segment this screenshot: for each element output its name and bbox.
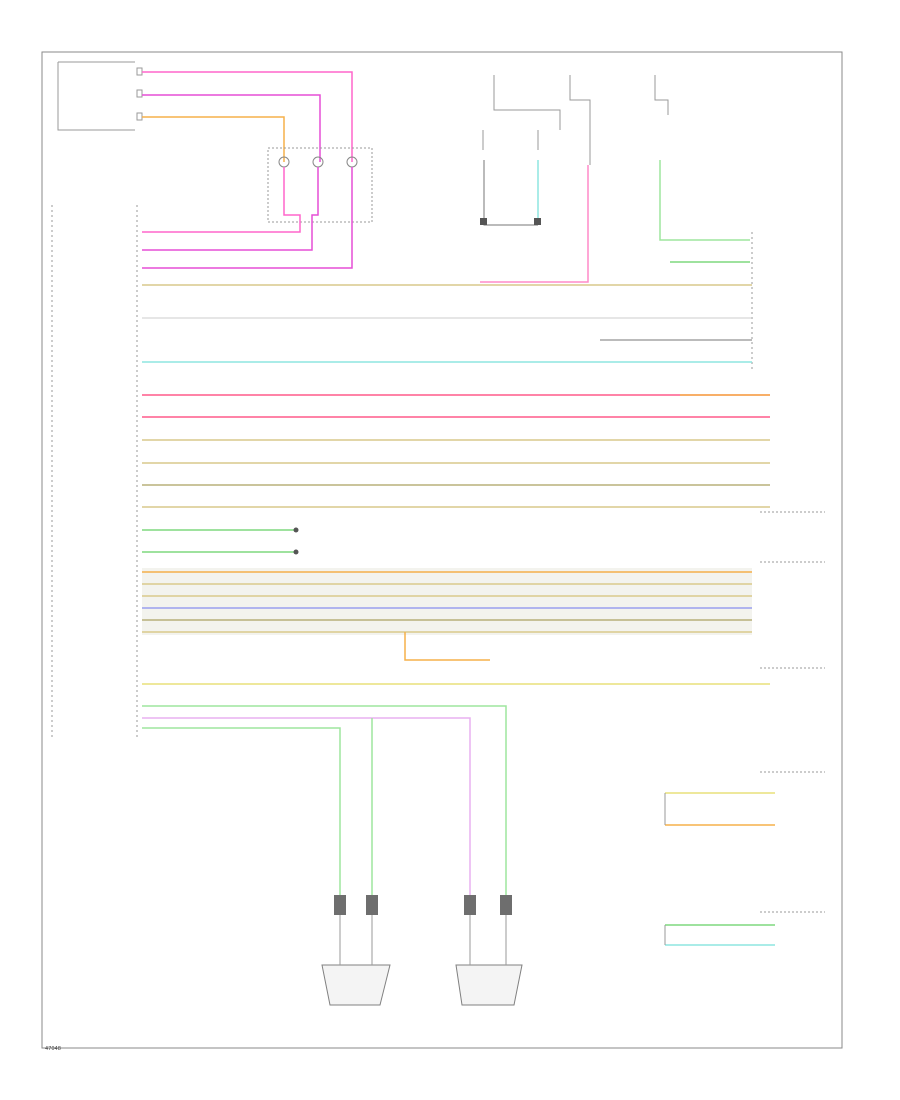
output-speed-sensor — [321, 964, 391, 1006]
input-sensor-leads — [469, 915, 507, 965]
wire-brake-feed-pink — [480, 165, 589, 283]
wire-to-pcm-magenta — [142, 167, 319, 251]
input-speed-sensor — [455, 964, 523, 1006]
splice-can-1 — [293, 527, 299, 533]
clockspring-pin-2 — [312, 156, 324, 168]
switch-connector-1 — [136, 67, 143, 76]
wire-speed-ctl-sw-magenta — [142, 94, 321, 162]
wire-speed-sensor-pink — [142, 717, 471, 905]
stop-lamp-switch-connector-2 — [534, 218, 541, 225]
wire-output-speed-green — [142, 727, 341, 905]
input-sensor-connector-a — [464, 895, 476, 915]
wire-speed-ctl-sw-orange — [142, 116, 285, 162]
solenoid-wire-band — [142, 568, 752, 635]
footer-code: 47048 — [45, 1046, 61, 1052]
output-sensor-connector-a — [334, 895, 346, 915]
speed-control-switch-outline — [57, 61, 135, 131]
diagram-frame — [41, 51, 843, 1049]
wire-to-pcm-magenta-2 — [142, 167, 353, 269]
stop-lamp-switch-connector-1 — [480, 218, 487, 225]
input-sensor-connector-b — [500, 895, 512, 915]
wire-to-pcm-pink-1 — [142, 167, 301, 233]
output-sensor-connector-b — [366, 895, 378, 915]
splice-can-2 — [293, 549, 299, 555]
wire-tipm-green — [659, 160, 750, 241]
hot-feed-3 — [654, 75, 669, 115]
switch-connector-3 — [136, 112, 143, 121]
wire-input-speed-green — [142, 705, 507, 905]
switch-connector-2 — [136, 89, 143, 98]
clockspring-outline — [267, 147, 373, 223]
hot-at-all-times-feed-1 — [493, 75, 561, 130]
wire-stop-lamp-gray — [483, 160, 538, 226]
output-sensor-leads — [339, 915, 373, 965]
wire-speed-ctl-switch-pink — [142, 71, 353, 162]
hot-feed-2 — [569, 75, 591, 165]
wire-pressure-branch — [404, 632, 490, 661]
